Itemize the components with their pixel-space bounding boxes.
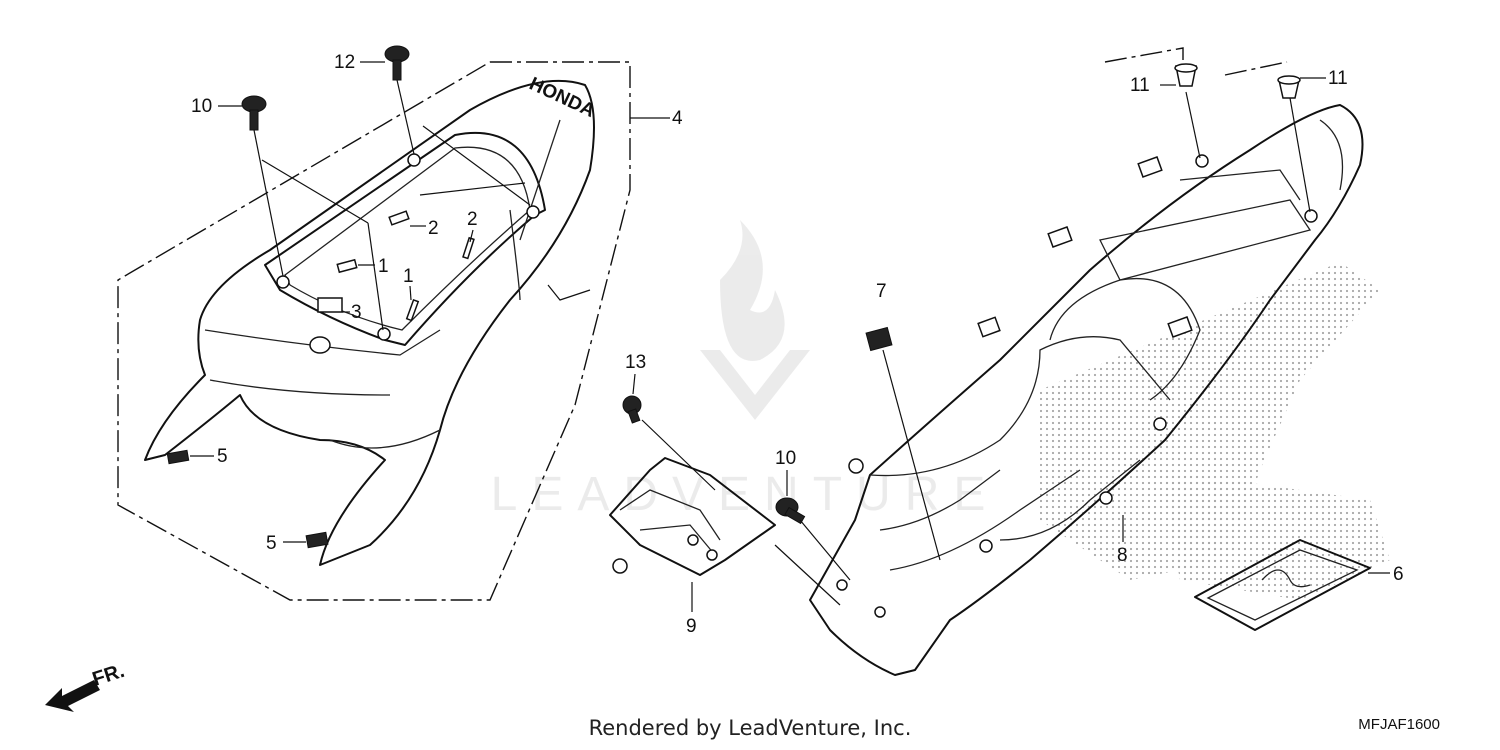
callout-11b: 11 — [1328, 68, 1348, 89]
diagram-code: MFJAF1600 — [1358, 716, 1440, 733]
callout-5a: 5 — [217, 446, 228, 467]
callout-6: 6 — [1393, 564, 1404, 585]
direction-label: FR. — [90, 660, 127, 691]
callout-10a: 10 — [191, 96, 212, 117]
callout-12: 12 — [334, 52, 355, 73]
callout-labels: 12 10 4 2 2 1 1 3 5 5 7 13 10 9 8 6 11 1… — [190, 52, 1404, 637]
front-direction-arrow: FR. — [45, 660, 127, 712]
footer-credit: Rendered by LeadVenture, Inc. — [588, 716, 912, 740]
watermark: LEADVENTURE — [491, 220, 1000, 521]
callout-9: 9 — [686, 616, 697, 637]
callout-3: 3 — [351, 302, 362, 323]
callout-2b: 2 — [467, 209, 478, 230]
plate-6 — [1194, 539, 1371, 631]
screw-13 — [622, 395, 716, 491]
bracket-9 — [609, 457, 776, 576]
callout-1a: 1 — [378, 256, 389, 277]
callout-8: 8 — [1117, 545, 1128, 566]
bolt-12 — [384, 45, 531, 206]
grommet-11 — [1174, 63, 1301, 99]
callout-7: 7 — [876, 281, 887, 302]
bolt-10-right — [774, 497, 851, 606]
callout-2a: 2 — [428, 218, 439, 239]
watermark-text: LEADVENTURE — [491, 468, 1000, 521]
callout-1b: 1 — [403, 266, 414, 287]
callout-10b: 10 — [775, 448, 796, 469]
bolt-11-leaders — [1104, 47, 1311, 213]
bolt-10-left — [241, 95, 384, 331]
callout-11a: 11 — [1130, 75, 1150, 96]
background-shading — [1040, 262, 1390, 600]
seat-cowl-group-box — [117, 61, 670, 601]
clip-7 — [865, 326, 941, 561]
rubber-part-5 — [166, 449, 329, 549]
seat-decals — [317, 210, 475, 322]
callout-5b: 5 — [266, 533, 277, 554]
callout-13: 13 — [625, 352, 646, 373]
rear-fender — [809, 104, 1364, 676]
callout-4: 4 — [672, 108, 683, 129]
